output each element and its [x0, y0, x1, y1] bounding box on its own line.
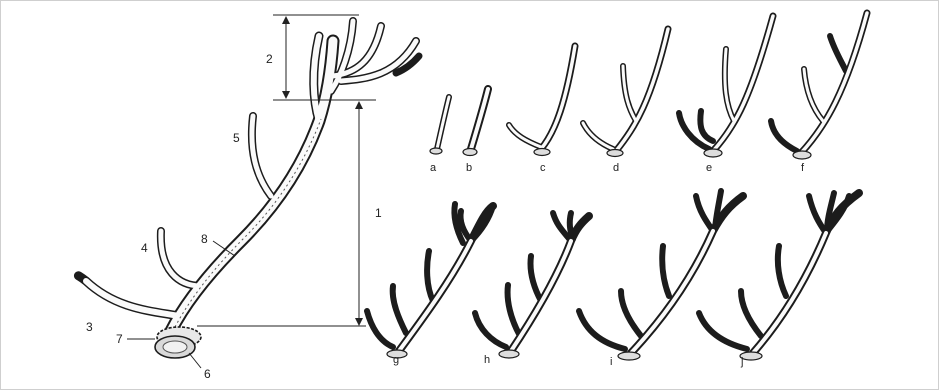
stage-d-antler — [583, 29, 668, 157]
label-6: 6 — [204, 367, 211, 381]
label-1: 1 — [375, 206, 382, 220]
stage-label-i: i — [610, 356, 612, 368]
stage-label-j: j — [740, 356, 743, 368]
pedicle-core — [163, 341, 187, 353]
stage-a-antler — [430, 97, 449, 154]
stage-label-h: h — [484, 354, 490, 366]
stage-g-antler — [367, 204, 493, 358]
stage-h-antler — [475, 213, 589, 358]
label-2: 2 — [266, 52, 273, 66]
label-5: 5 — [233, 131, 240, 145]
stage-label-g: g — [393, 354, 399, 366]
main-antler-fill — [86, 21, 416, 331]
stage-label-c: c — [540, 162, 546, 174]
stage-label-b: b — [466, 162, 472, 174]
label-8: 8 — [201, 232, 208, 246]
main-antler — [78, 21, 419, 358]
main-antler-outline — [78, 21, 419, 331]
stage-label-d: d — [613, 162, 619, 174]
stage-f-antler — [771, 13, 867, 159]
label-3: 3 — [86, 320, 93, 334]
stage-label-f: f — [801, 162, 805, 174]
stage-label-a: a — [430, 162, 437, 174]
stage-label-e: e — [706, 162, 712, 174]
label-4: 4 — [141, 241, 148, 255]
label-7: 7 — [116, 332, 123, 346]
stage-c-antler — [509, 46, 575, 156]
stage-b-antler — [463, 89, 488, 156]
stage-e-antler — [679, 16, 773, 157]
